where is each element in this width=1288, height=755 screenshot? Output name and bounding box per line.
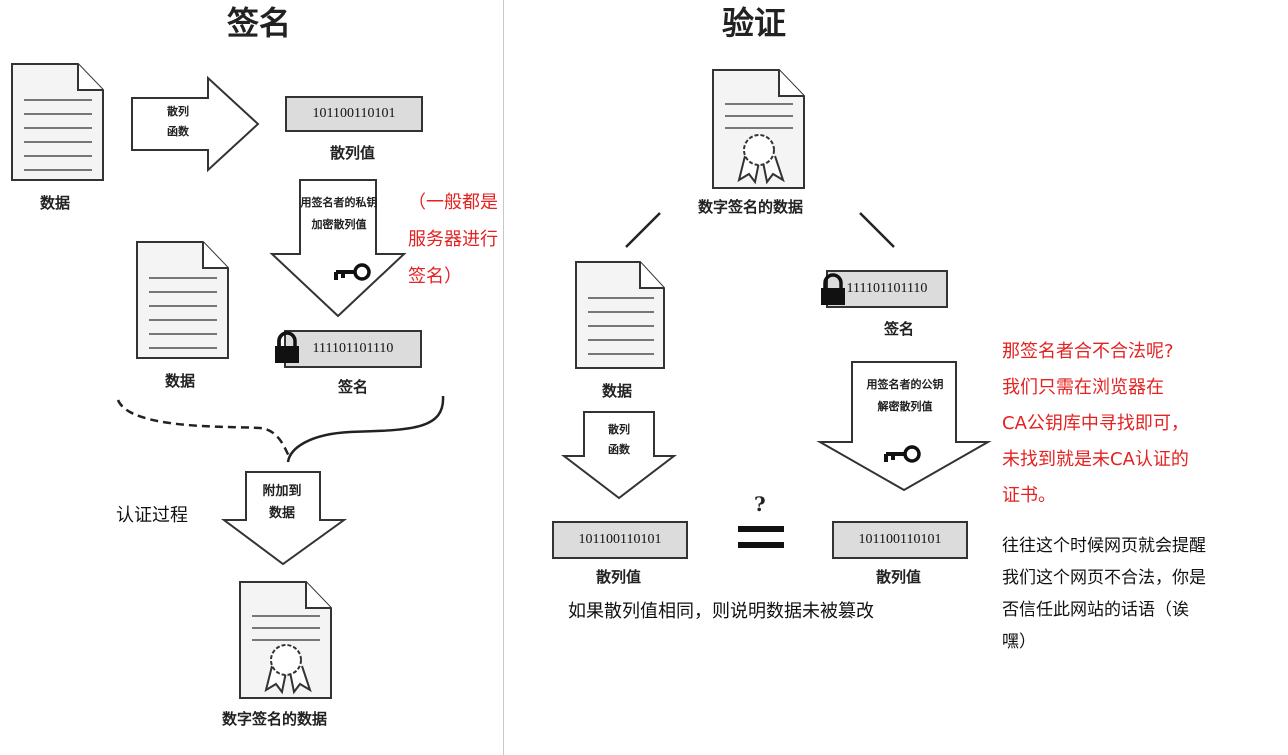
- document-icon: [575, 261, 665, 369]
- hash-value-box: 101100110101: [832, 521, 968, 559]
- decrypt-arrow: [816, 361, 992, 492]
- key-icon: [334, 263, 371, 281]
- data-label: 数据: [602, 382, 633, 400]
- process-label: 认证过程: [116, 505, 188, 526]
- hash-value-label: 散列值: [876, 568, 922, 586]
- encrypt-label: 用签名者的私钥加密散列值: [300, 196, 378, 231]
- equals-sign: [738, 526, 784, 548]
- signed-data-label: 数字签名的数据: [222, 710, 328, 728]
- hash-function-arrow: [131, 75, 260, 173]
- hash-value-label: 散列值: [330, 144, 376, 162]
- decrypt-label: 用签名者的公钥解密散列值: [866, 378, 944, 413]
- lock-icon: [821, 273, 845, 305]
- document-icon: [136, 241, 229, 359]
- conclusion-text: 如果散列值相同，则说明数据未被篡改: [568, 601, 874, 622]
- question-mark: ?: [754, 492, 766, 516]
- hash-value-box: 101100110101: [285, 96, 423, 132]
- signed-document-icon: [712, 69, 805, 189]
- browser-warning-note: 往往这个时候网页就会提醒 我们这个网页不合法，你是 否信任此网站的话语（诶 嘿）: [1002, 536, 1206, 652]
- key-icon: [884, 445, 921, 463]
- data-label: 数据: [165, 372, 196, 390]
- document-icon: [11, 63, 104, 181]
- sign-title: 签名: [227, 4, 292, 42]
- merge-curves: [116, 395, 445, 463]
- signature-label: 签名: [884, 320, 915, 338]
- attach-arrow: [220, 471, 348, 566]
- section-divider: [503, 0, 504, 755]
- signature-box: 111101101110: [284, 330, 422, 368]
- encrypt-arrow: [269, 179, 407, 318]
- verify-title: 验证: [722, 4, 787, 42]
- hash-function-arrow: [561, 411, 677, 500]
- signature-box: 111101101110: [826, 270, 948, 308]
- split-lines: [625, 212, 895, 248]
- server-sign-note: （一般都是服务器进行签名）: [408, 192, 498, 287]
- lock-icon-overlay: [275, 331, 299, 363]
- attach-label: 附加到数据: [262, 484, 302, 521]
- data-label: 数据: [40, 194, 71, 212]
- hash-function-label: 散列函数: [167, 105, 189, 138]
- ca-note: 那签名者合不合法呢? 我们只需在浏览器在 CA公钥库中寻找即可， 未找到就是未C…: [1002, 341, 1189, 506]
- signed-document-icon: [239, 581, 332, 699]
- hash-function-label: 散列函数: [608, 423, 630, 456]
- signature-label: 签名: [338, 378, 369, 396]
- hash-value-label: 散列值: [596, 568, 642, 586]
- signed-data-label: 数字签名的数据: [698, 198, 804, 216]
- hash-value-box: 101100110101: [552, 521, 688, 559]
